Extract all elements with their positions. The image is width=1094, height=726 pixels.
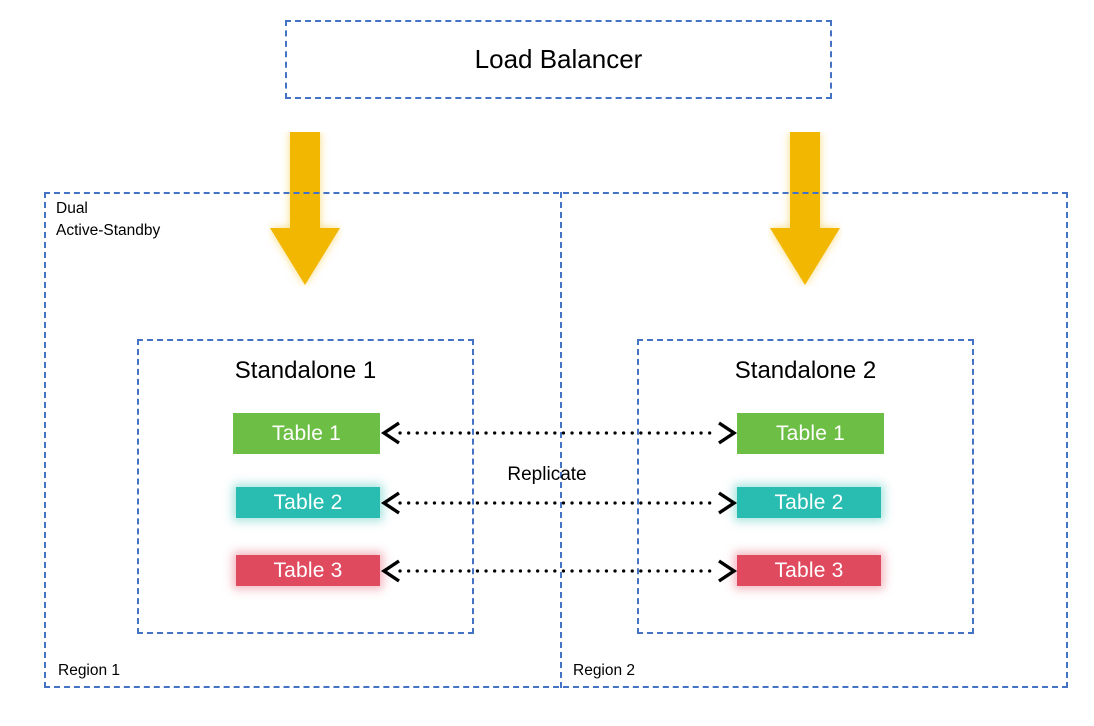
dual-active-standby-label: Dual Active-Standby	[56, 200, 161, 239]
region-2-label: Region 2	[573, 662, 636, 679]
replicate-label: Replicate	[507, 464, 587, 485]
traffic-arrow-down-icon-1	[268, 132, 342, 287]
standalone-2-table-2[interactable]: Table 2	[737, 487, 881, 518]
load-balancer-label: Load Balancer	[474, 43, 643, 74]
traffic-arrow-down-icon-2	[768, 132, 842, 287]
standalone-1-table-1[interactable]: Table 1	[233, 413, 380, 454]
standalone-2-title: Standalone 2	[734, 357, 877, 384]
load-balancer-box[interactable]: Load Balancer	[285, 20, 832, 99]
standalone-2-table-3[interactable]: Table 3	[737, 555, 881, 586]
standalone-2-box[interactable]: Standalone 2	[637, 339, 974, 634]
replication-connector-table-1[interactable]	[378, 421, 740, 445]
replication-connector-table-3[interactable]	[378, 559, 740, 583]
standalone-1-title: Standalone 1	[234, 357, 377, 384]
region-divider	[560, 192, 562, 688]
standalone-1-box[interactable]: Standalone 1	[137, 339, 474, 634]
region-1-label: Region 1	[58, 662, 121, 679]
standalone-1-table-3[interactable]: Table 3	[236, 555, 380, 586]
dual-active-standby-region-box[interactable]	[44, 192, 1068, 688]
replication-connector-table-2[interactable]	[378, 491, 740, 515]
standalone-2-table-1[interactable]: Table 1	[737, 413, 884, 454]
standalone-1-table-2[interactable]: Table 2	[236, 487, 380, 518]
